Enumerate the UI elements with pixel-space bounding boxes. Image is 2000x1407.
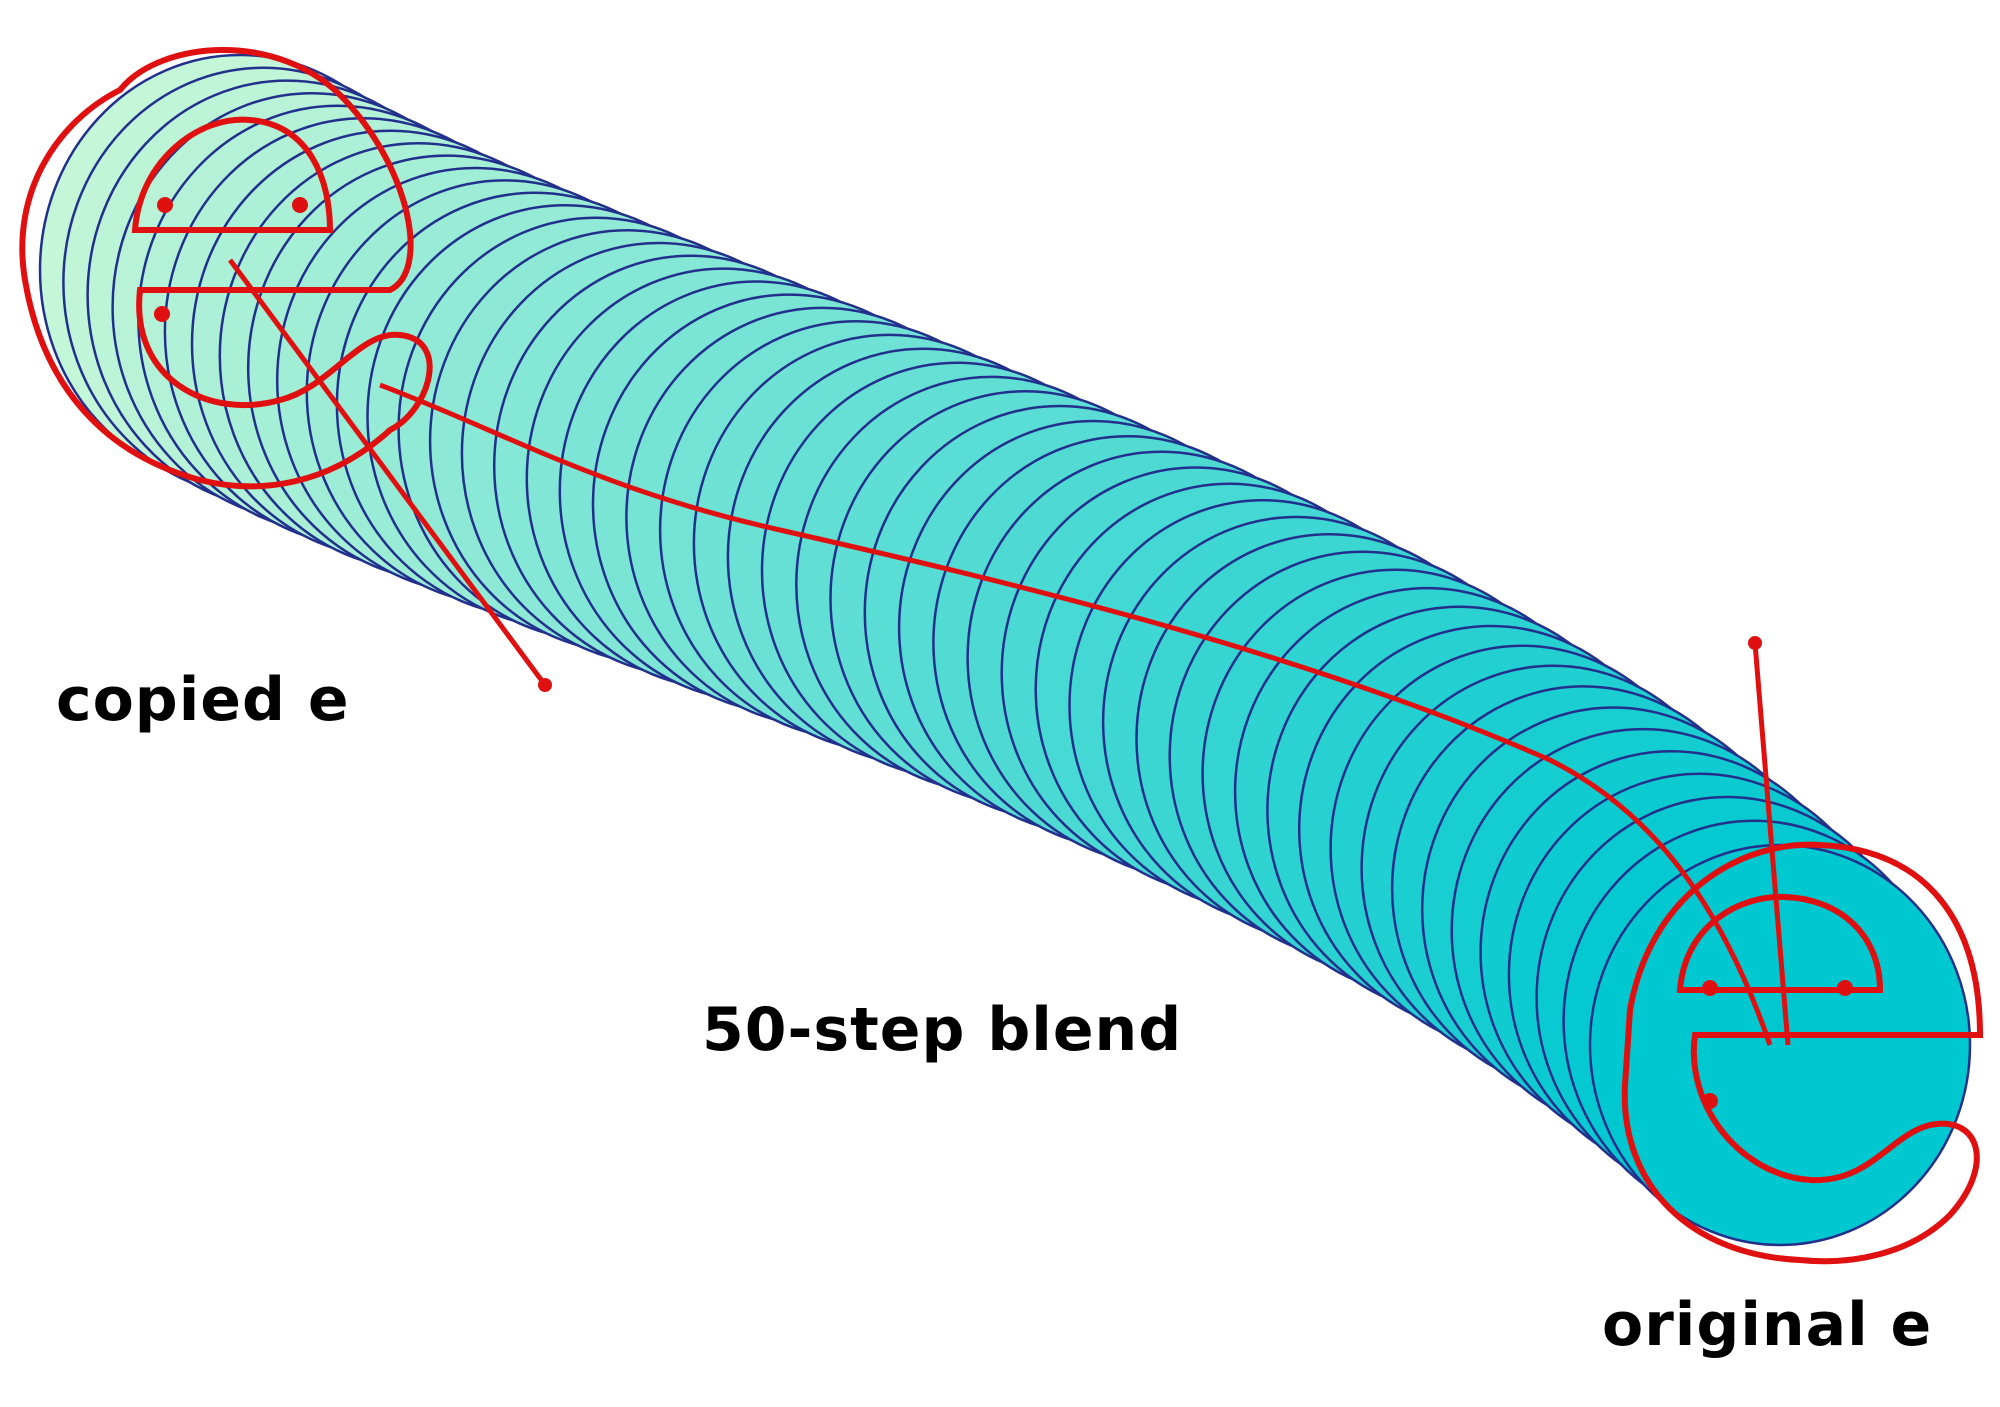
blend-label: 50-step blend <box>702 995 1183 1065</box>
blend-steps-group <box>38 53 1972 1247</box>
original-e-label: original e <box>1602 1290 1933 1360</box>
copied-e-point <box>154 306 170 322</box>
copied-e-handle-line <box>227 258 548 687</box>
original-e-handle-point <box>1748 636 1762 650</box>
original-e-counter-path <box>1676 893 1884 993</box>
copied-e-point <box>292 197 308 213</box>
original-e-point <box>1702 980 1718 996</box>
original-e-outer-path <box>1621 841 1984 1265</box>
original-e-point <box>1702 1093 1718 1109</box>
original-e-handle-line <box>1752 642 1791 1046</box>
copied-e-handle-point <box>538 678 552 692</box>
copied-e-outer-path <box>19 47 433 490</box>
original-e-outline <box>1621 636 1984 1265</box>
copied-e-counter-path <box>131 116 334 233</box>
original-e-point <box>1837 980 1853 996</box>
copied-e-point <box>157 197 173 213</box>
blend-spine-path <box>379 382 1773 1046</box>
copied-e-label: copied e <box>56 665 350 735</box>
copied-e-outline <box>19 47 552 692</box>
